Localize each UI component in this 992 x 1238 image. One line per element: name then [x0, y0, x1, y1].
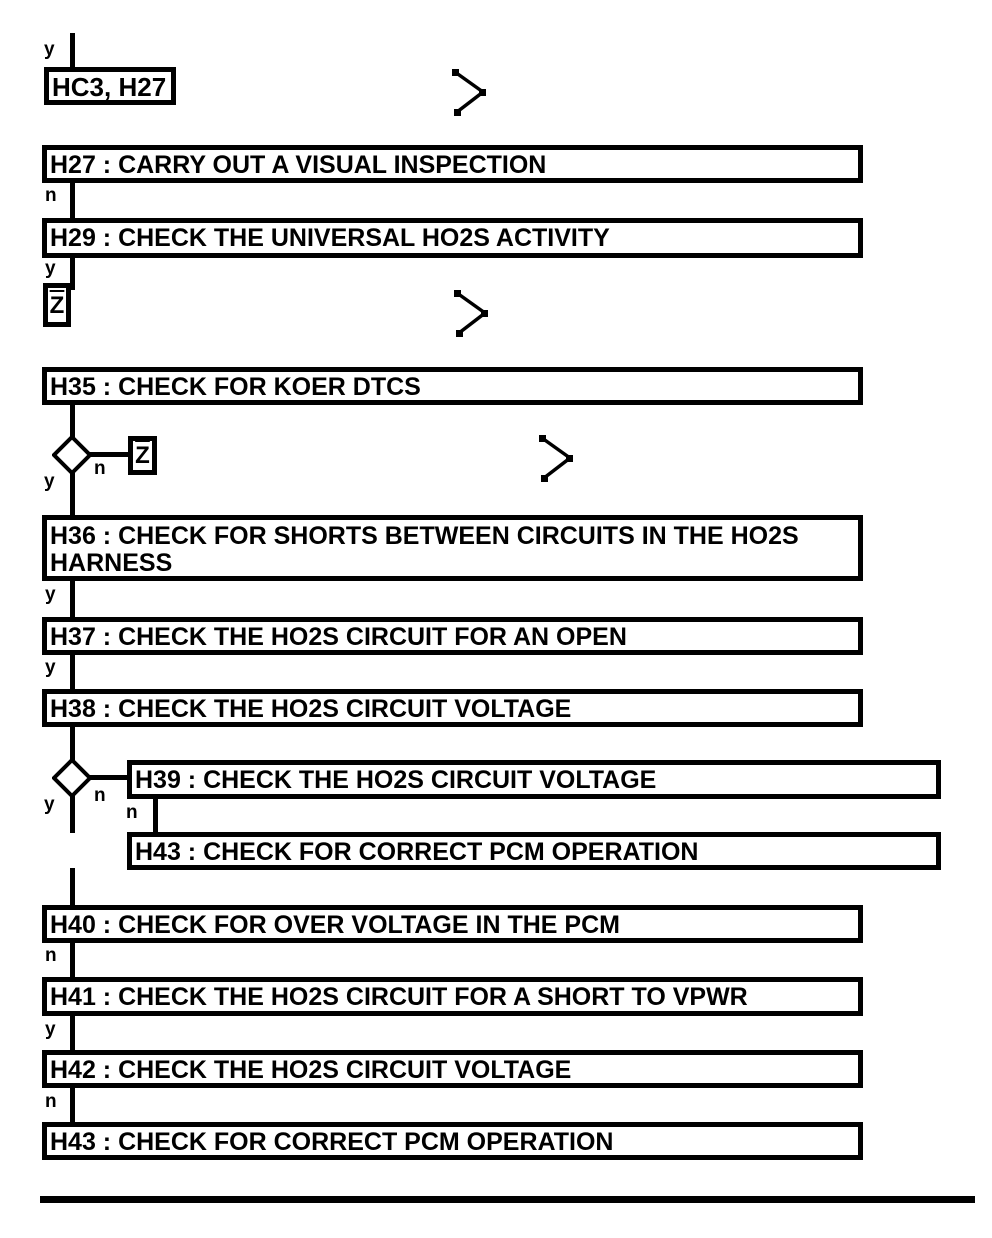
- step-box-h27: H27 : CARRY OUT A VISUAL INSPECTION: [42, 145, 863, 183]
- flow-line: [70, 183, 75, 218]
- step-box-h35: H35 : CHECK FOR KOER DTCS: [42, 367, 863, 405]
- step-box-h39: H39 : CHECK THE HO2S CIRCUIT VOLTAGE: [127, 760, 941, 799]
- step-box-h41: H41 : CHECK THE HO2S CIRCUIT FOR A SHORT…: [42, 977, 863, 1016]
- decision-diamond: [52, 435, 92, 475]
- step-box-h42: H42 : CHECK THE HO2S CIRCUIT VOLTAGE: [42, 1050, 863, 1088]
- branch-label-yes: y: [45, 258, 56, 279]
- branch-label-no: n: [45, 1091, 57, 1112]
- branch-label-yes: y: [45, 1019, 56, 1040]
- branch-label-no: n: [126, 802, 138, 823]
- step-box-h38: H38 : CHECK THE HO2S CIRCUIT VOLTAGE: [42, 689, 863, 727]
- continuation-chevron-icon: [539, 435, 573, 482]
- continuation-chevron-icon: [452, 69, 486, 116]
- step-box-h37: H37 : CHECK THE HO2S CIRCUIT FOR AN OPEN: [42, 617, 863, 655]
- step-box-h29: H29 : CHECK THE UNIVERSAL HO2S ACTIVITY: [42, 218, 863, 258]
- flow-line: [70, 581, 75, 617]
- step-box-h40: H40 : CHECK FOR OVER VOLTAGE IN THE PCM: [42, 905, 863, 943]
- offpage-connector-z: Z: [43, 283, 71, 327]
- flow-line: [70, 868, 75, 905]
- flow-line: [70, 405, 75, 438]
- flow-line: [88, 775, 130, 780]
- step-box-h36: H36 : CHECK FOR SHORTS BETWEEN CIRCUITS …: [42, 515, 863, 581]
- flow-line: [70, 655, 75, 689]
- flow-line: [70, 943, 75, 977]
- flow-line: [70, 1088, 75, 1122]
- flow-line: [70, 258, 75, 290]
- bottom-rule: [40, 1196, 975, 1203]
- step-box-h43-final: H43 : CHECK FOR CORRECT PCM OPERATION: [42, 1122, 863, 1160]
- decision-diamond: [52, 758, 92, 798]
- branch-label-no: n: [45, 185, 57, 206]
- branch-label-yes: y: [44, 471, 55, 492]
- branch-label-yes: y: [44, 794, 55, 815]
- branch-label-no: n: [45, 945, 57, 966]
- flow-line: [70, 1016, 75, 1050]
- flow-line: [70, 33, 75, 67]
- offpage-connector-z: Z: [128, 436, 157, 475]
- flow-line: [70, 794, 75, 833]
- flow-line: [70, 473, 75, 515]
- flow-line: [88, 452, 128, 457]
- branch-label-no: n: [94, 458, 106, 479]
- branch-label-yes: y: [45, 584, 56, 605]
- branch-label-no: n: [94, 785, 106, 806]
- continuation-chevron-icon: [454, 290, 488, 337]
- branch-label-yes: y: [44, 39, 55, 60]
- step-box-h43-inner: H43 : CHECK FOR CORRECT PCM OPERATION: [127, 832, 941, 870]
- flow-line: [70, 727, 75, 760]
- entry-node-hc3-h27: HC3, H27: [44, 67, 176, 105]
- flow-line: [153, 799, 158, 832]
- branch-label-yes: y: [45, 657, 56, 678]
